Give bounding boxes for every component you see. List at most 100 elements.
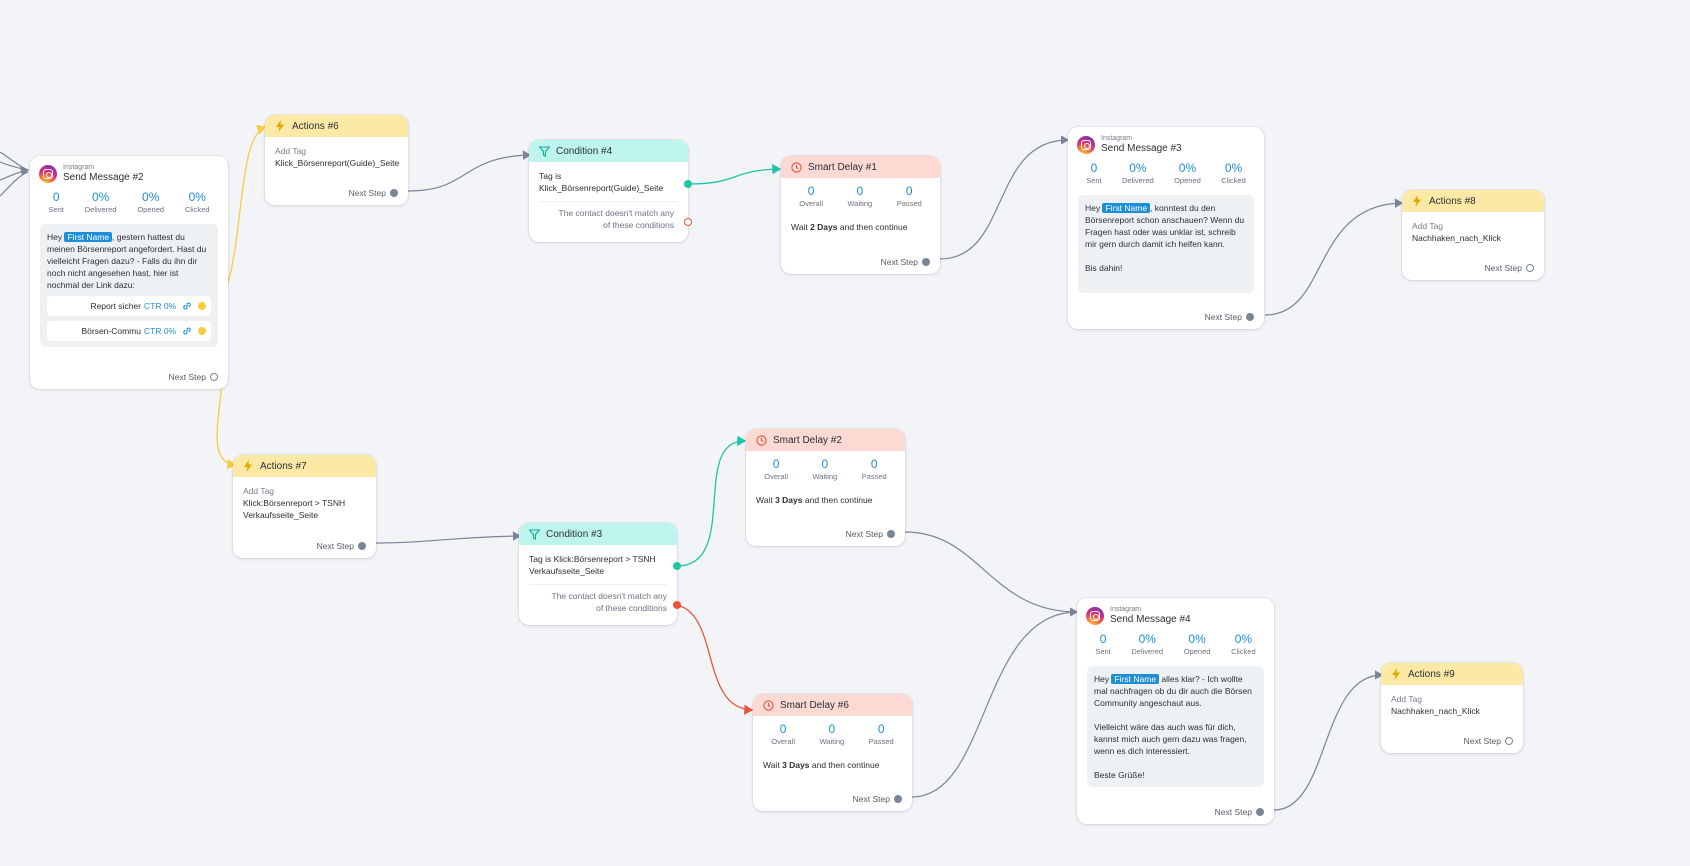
message-text: Hey [1094,674,1112,684]
stat-overall: 0 [807,184,815,198]
continue-label: and then continue [804,495,873,505]
stat-label: Passed [896,199,922,208]
next-step[interactable]: Next Step [169,372,218,382]
next-step[interactable]: Next Step [881,257,930,267]
node-actions-6[interactable]: Actions #6 Add Tag Klick_Börsenreport(Gu… [265,115,408,205]
node-actions-8[interactable]: Actions #8 Add Tag Nachhaken_nach_Klick … [1402,190,1544,280]
message-text: , konntest du den Börsenreport schon ans… [1085,203,1245,249]
stat-opened: 0% [1178,161,1197,175]
next-step[interactable]: Next Step [349,188,398,198]
no-match-output-port[interactable] [673,601,681,609]
node-actions-7[interactable]: Actions #7 Add Tag Klick:Börsenreport > … [233,455,376,558]
message-bubble: Hey First Name alles klar? - Ich wollte … [1087,666,1264,787]
next-step-port[interactable] [922,258,930,266]
stat-overall: 0 [779,722,787,736]
stat-waiting: 0 [828,722,836,736]
stat-sent: 0 [1099,632,1107,646]
next-step-port[interactable] [210,373,218,381]
clock-icon [755,434,767,446]
next-step-label: Next Step [1484,263,1522,273]
condition-rule: Verkaufsseite_Seite [529,566,605,576]
instagram-icon [1086,607,1104,625]
match-output-port[interactable] [673,562,681,570]
stat-label: Waiting [819,737,845,746]
message-paragraph: Vielleicht wäre das auch was für dich, k… [1094,722,1247,756]
message-button-2[interactable]: Börsen-Commu CTR 0% [47,321,211,341]
delay-duration: 3 Days [775,495,803,505]
stat-label: Clicked [1231,647,1256,656]
next-step[interactable]: Next Step [317,541,366,551]
next-step[interactable]: Next Step [1464,736,1513,746]
stat-label: Sent [1086,176,1102,185]
lightning-icon [242,460,254,472]
node-actions-9[interactable]: Actions #9 Add Tag Nachhaken_nach_Klick … [1381,663,1523,753]
first-name-variable: First Name [64,232,113,242]
message-button-1[interactable]: Report sicher CTR 0% [47,296,211,316]
lightning-icon [1390,668,1402,680]
message-text: alles klar? - Ich wollte mal nachfragen … [1094,674,1252,708]
stat-label: Delivered [84,205,117,214]
continue-label: and then continue [811,760,880,770]
next-step[interactable]: Next Step [1485,263,1534,273]
next-step-port[interactable] [358,542,366,550]
stat-label: Waiting [847,199,873,208]
node-condition-4[interactable]: Condition #4 Tag is Klick_Börsenreport(G… [529,140,692,242]
no-match-output-port[interactable] [684,218,692,226]
next-step-port[interactable] [1505,737,1513,745]
next-step[interactable]: Next Step [1215,807,1264,817]
node-title: Actions #6 [292,120,339,132]
match-output-port[interactable] [684,180,692,188]
delay-description: Wait 3 Days and then continue [753,760,912,770]
instagram-icon [1077,136,1095,154]
no-match-label: The contact doesn't match any [558,208,675,218]
node-title: Send Message #3 [1101,143,1182,154]
stat-waiting: 0 [821,457,829,471]
link-icon [182,326,192,336]
condition-rule: Tag is [539,171,562,181]
action-tag: Nachhaken_nach_Klick [1412,233,1501,243]
next-step-port[interactable] [1246,313,1254,321]
node-title: Smart Delay #1 [808,161,877,173]
connector-cond3-delay6 [676,604,754,715]
next-step[interactable]: Next Step [1205,312,1254,322]
connector-delay6-send4 [911,611,1078,798]
message-text: Hey [1085,203,1103,213]
no-match-label: of these conditions [603,220,674,230]
node-condition-3[interactable]: Condition #3 Tag is Klick:Börsenreport >… [519,523,681,625]
next-step-label: Next Step [880,257,918,267]
first-name-variable: First Name [1102,203,1151,213]
next-step-port[interactable] [1526,264,1534,272]
next-step[interactable]: Next Step [846,529,895,539]
stat-label: Delivered [1122,176,1154,185]
next-step-port[interactable] [887,530,895,538]
message-bubble: Hey First Name, konntest du den Börsenre… [1078,195,1254,293]
next-step[interactable]: Next Step [853,794,902,804]
stat-label: Clicked [184,205,210,214]
next-step-port[interactable] [894,795,902,803]
button-ctr: CTR 0% [144,301,177,311]
next-step-port[interactable] [390,189,398,197]
button-output-port[interactable] [198,327,206,335]
node-platform: Instagram [1101,135,1133,142]
instagram-icon [39,165,57,183]
stat-label: Clicked [1221,176,1246,185]
message-text: Hey [47,232,65,242]
action-type: Add Tag [1391,694,1423,704]
message-bubble: Hey First Name, gestern hattest du meine… [40,224,218,347]
stat-opened: 0% [142,190,160,204]
button-output-port[interactable] [198,302,206,310]
stat-clicked: 0% [1234,632,1253,646]
button-label: Börsen-Commu [81,326,141,336]
stat-passed: 0 [877,722,885,736]
next-step-port[interactable] [1256,808,1264,816]
